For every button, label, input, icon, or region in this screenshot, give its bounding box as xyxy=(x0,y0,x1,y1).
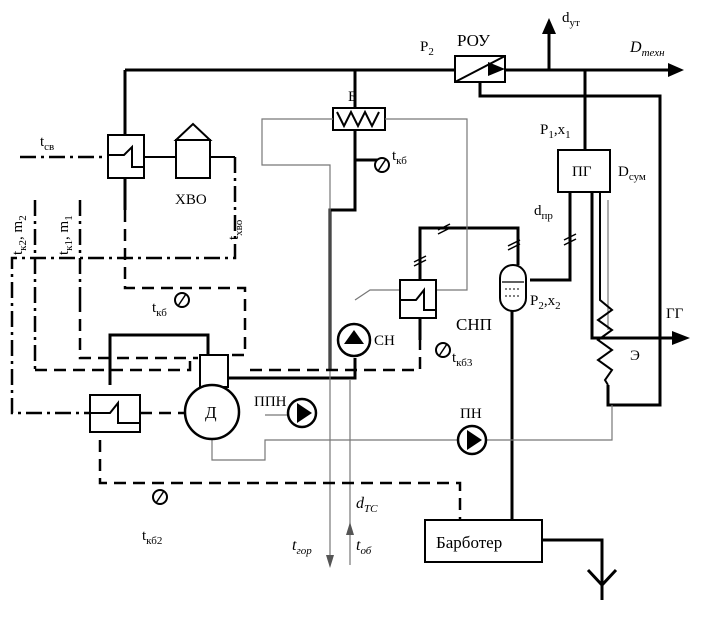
heating-network-lines xyxy=(211,118,613,565)
pg-outputs xyxy=(590,192,690,386)
left-heater xyxy=(107,134,145,179)
rou-valve xyxy=(454,55,506,83)
p1x1-label: P1,x1 xyxy=(540,122,571,141)
heater-b xyxy=(332,107,386,131)
t-kb2-label: tкб2 xyxy=(142,528,162,547)
gg-label: ГГ xyxy=(666,306,684,322)
t-kb-top-sensor xyxy=(374,157,390,173)
t-kb-mid-label: tкб xyxy=(152,300,167,319)
t-sv-label: tсв xyxy=(40,134,54,153)
sn-pump xyxy=(336,322,372,358)
barboter-drain xyxy=(542,538,618,600)
t-kb-top-label: tкб xyxy=(392,148,407,167)
steam-lines xyxy=(108,68,680,520)
snp-hatch xyxy=(413,223,521,267)
steam-generator-box xyxy=(557,149,611,193)
lower-left-heater xyxy=(89,394,141,433)
pn-label: ПН xyxy=(460,406,482,422)
condensate-lines xyxy=(35,210,462,520)
pn-pump xyxy=(456,424,488,456)
khvo-label: ХВО xyxy=(175,192,207,208)
t-khvo-label: tхво xyxy=(226,219,245,240)
ppn-pump xyxy=(286,397,318,429)
d-ut-label: dут xyxy=(562,10,580,29)
heating-network-arrows xyxy=(326,522,354,568)
d-tekhn-label: Dтехн xyxy=(629,39,665,59)
khvo-unit xyxy=(173,122,235,179)
snp-label: СНП xyxy=(456,315,492,334)
snp-drum xyxy=(499,264,527,312)
deaerator-d xyxy=(183,354,241,441)
t-ob-label: tоб xyxy=(356,537,372,557)
p2-top-label: P2 xyxy=(420,39,434,58)
d-sum-label: Dсум xyxy=(618,164,646,183)
deaerator-d-label: Д xyxy=(205,403,217,422)
d-ts-label: dTC xyxy=(356,495,378,515)
snp-heater xyxy=(399,279,437,319)
t-k1-m1-label: tк1, m1 xyxy=(56,215,75,255)
barboter-label: Барботер xyxy=(436,533,502,552)
t-kb-mid-sensor xyxy=(174,292,190,308)
d-tekhn-arrow xyxy=(668,63,684,77)
t-gor-label: tгор xyxy=(292,537,312,557)
t-kb2-sensor xyxy=(152,489,168,505)
d-ut-outlet xyxy=(542,18,556,70)
ppn-label: ППН xyxy=(254,394,287,410)
khvo-outlet-line xyxy=(10,157,237,415)
e-label: Э xyxy=(630,348,640,364)
pg-label: ПГ xyxy=(572,164,592,180)
t-kb3-label: tкб3 xyxy=(452,350,473,369)
sn-label: СН xyxy=(374,333,395,349)
d-pr-label: dпр xyxy=(534,203,553,222)
p2x2-label: P2,x2 xyxy=(530,293,561,312)
heater-b-label: Б xyxy=(348,89,357,105)
t-k2-m2-label: tк2, m2 xyxy=(10,215,29,255)
rou-label: РОУ xyxy=(457,31,491,50)
t-kb3-sensor xyxy=(435,342,451,358)
dpr-hatch xyxy=(563,233,577,246)
